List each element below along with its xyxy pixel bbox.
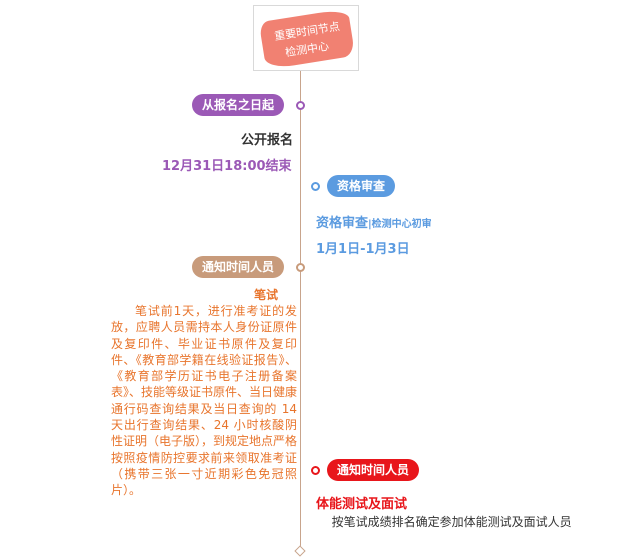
timeline-end-diamond	[294, 545, 306, 557]
node-title-physical-interview: 体能测试及面试	[316, 497, 408, 512]
timeline-node-dot	[311, 182, 320, 191]
header-stamp: 重要时间节点 检测中心	[253, 5, 359, 71]
node-title-registration: 公开报名	[241, 133, 294, 148]
node-tag-physical-interview: 通知时间人员	[327, 459, 420, 481]
node-tag-review: 资格审查	[327, 175, 396, 197]
timeline-node-dot	[296, 263, 305, 272]
node-title-review: 资格审查|检测中心初审	[316, 216, 432, 231]
timeline-axis	[300, 71, 301, 549]
node-body-written-exam: 笔试前1天，进行准考证的发放，应聘人员需持本人身份证原件及复印件、毕业证书原件及…	[111, 304, 298, 498]
node-title-written-exam: 笔试	[254, 288, 279, 302]
node-tag-written-exam: 通知时间人员	[192, 256, 285, 278]
node-date-review: 1月1日-1月3日	[316, 242, 410, 257]
node-body-physical-interview: 按笔试成绩排名确定参加体能测试及面试人员	[331, 515, 572, 529]
timeline-node-dot	[296, 101, 305, 110]
node-date-registration: 12月31日18:00结束	[162, 159, 292, 174]
timeline-node-dot	[311, 466, 320, 475]
node-tag-registration: 从报名之日起	[192, 94, 285, 116]
